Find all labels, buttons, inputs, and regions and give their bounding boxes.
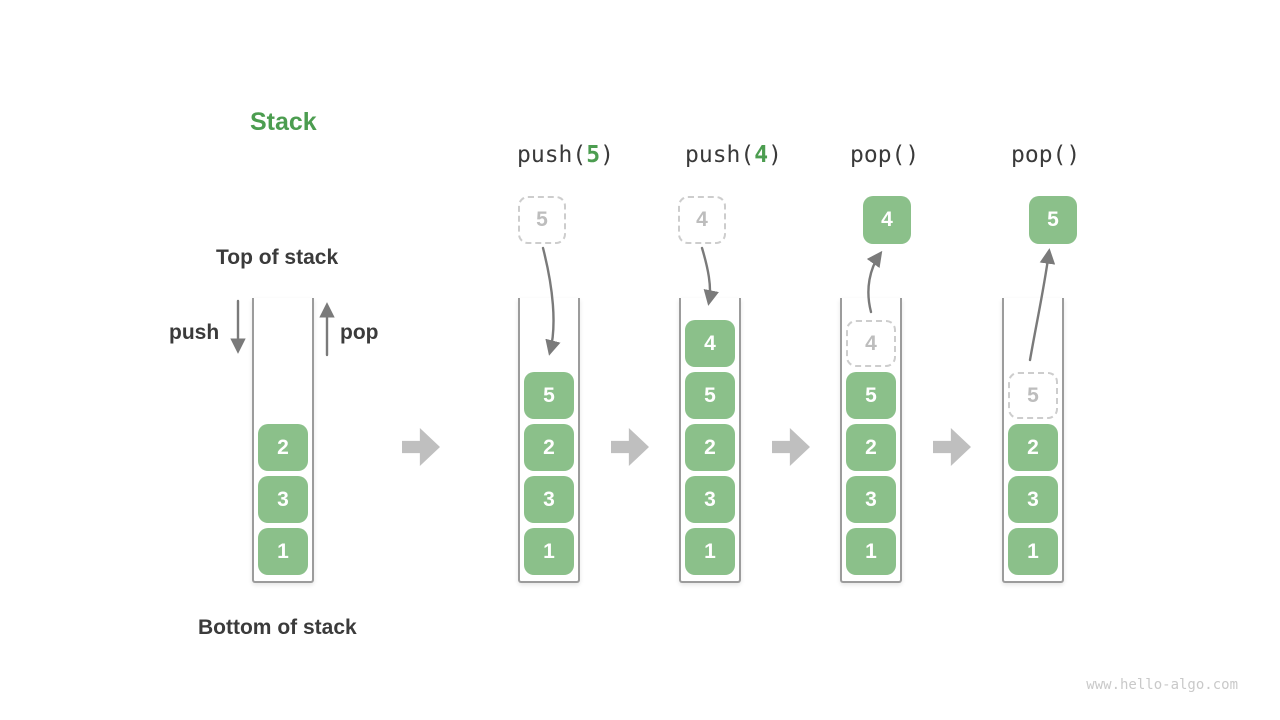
stack-cell: 5 (685, 372, 735, 419)
stack-cell: 2 (1008, 424, 1058, 471)
stack-container: 4 5 2 3 1 (679, 298, 741, 583)
incoming-value-box: 4 (678, 196, 726, 244)
stack-container: 4 5 2 3 1 (840, 298, 902, 583)
top-of-stack-label: Top of stack (216, 246, 339, 269)
incoming-value-box: 5 (518, 196, 566, 244)
op-suffix: ) (768, 142, 782, 168)
op-label-pop: pop() (850, 142, 919, 168)
stack-container: 5 2 3 1 (518, 298, 580, 583)
op-label-push-5: push(5) (517, 142, 614, 168)
stack-cell: 3 (685, 476, 735, 523)
removed-cell: 4 (846, 320, 896, 367)
flow-arrow-icon (933, 428, 971, 466)
stack-cell: 1 (524, 528, 574, 575)
op-suffix: ) (600, 142, 614, 168)
stack-cell: 1 (685, 528, 735, 575)
push-label: push (169, 321, 220, 344)
op-arg: 5 (586, 142, 601, 168)
flow-arrow-icon (402, 428, 440, 466)
watermark: www.hello-algo.com (1086, 677, 1238, 693)
flow-arrow-icon (772, 428, 810, 466)
page-title: Stack (250, 108, 317, 136)
stack-cell: 2 (685, 424, 735, 471)
stack-cell: 5 (846, 372, 896, 419)
popped-value-box: 5 (1029, 196, 1077, 244)
stack-cell: 3 (1008, 476, 1058, 523)
pop-label: pop (340, 321, 379, 344)
stack-cell: 3 (524, 476, 574, 523)
stack-cell: 2 (258, 424, 308, 471)
op-prefix: push( (517, 142, 587, 168)
popped-value-box: 4 (863, 196, 911, 244)
removed-cell: 5 (1008, 372, 1058, 419)
push-4-curve-arrow-icon (700, 246, 719, 306)
bottom-of-stack-label: Bottom of stack (198, 616, 357, 639)
stack-cell: 5 (524, 372, 574, 419)
stack-cell: 2 (846, 424, 896, 471)
stack-cell: 3 (846, 476, 896, 523)
op-prefix: push( (685, 142, 755, 168)
op-suffix: ) (1066, 142, 1081, 168)
initial-stack-container: 2 3 1 (252, 298, 314, 583)
op-label-push-4: push(4) (685, 142, 782, 168)
op-arg: 4 (754, 142, 769, 168)
stack-cell: 2 (524, 424, 574, 471)
op-suffix: ) (905, 142, 920, 168)
flow-arrow-icon (611, 428, 649, 466)
stack-cell: 3 (258, 476, 308, 523)
stack-cell: 1 (258, 528, 308, 575)
stack-cell: 1 (1008, 528, 1058, 575)
op-prefix: pop( (850, 142, 906, 168)
stack-container: 5 2 3 1 (1002, 298, 1064, 583)
stack-cell: 1 (846, 528, 896, 575)
stack-cell: 4 (685, 320, 735, 367)
op-prefix: pop( (1011, 142, 1067, 168)
op-label-pop: pop() (1011, 142, 1080, 168)
